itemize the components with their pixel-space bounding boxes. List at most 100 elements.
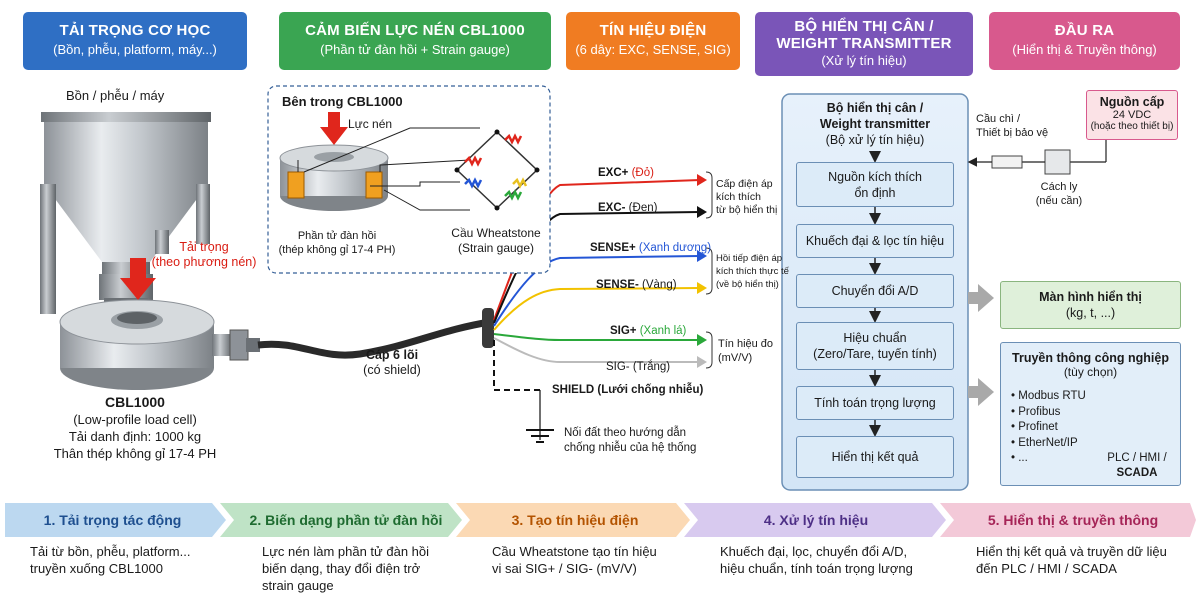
step-text: (Zero/Tare, tuyến tính) [813, 347, 937, 361]
output-arrows [968, 284, 994, 406]
ground-symbol [526, 429, 554, 443]
elastic-element-line1: Phần tử đàn hồi [297, 230, 377, 242]
wire-label-sense-minus: SENSE- (Vàng) [596, 278, 677, 293]
wire-label-sig-minus: SIG- (Trắng) [606, 360, 670, 375]
header-title: CẢM BIẾN LỰC NÉN CBL1000 [305, 22, 525, 39]
protocol-name: ... [1018, 452, 1028, 464]
process-step-2: 2. Biến dạng phần tử đàn hồi [249, 512, 443, 528]
cable-label-line1: Cáp 6 lõi [365, 348, 419, 362]
step-ad-conversion: Chuyển đổi A/D [796, 274, 954, 308]
comm-target-line2: SCADA [1116, 467, 1158, 479]
bridge-label: Cầu Wheatstone (Strain gauge) [436, 226, 556, 256]
ground-note-line1: Nối đất theo hướng dẫn [564, 427, 687, 439]
sense-note-line: (về bộ hiển thị) [716, 279, 779, 290]
transmitter-title-line2: Weight transmitter [819, 117, 931, 131]
comm-target: PLC / HMI / SCADA [1097, 451, 1177, 481]
wire-label-sig-plus: SIG+ (Xanh lá) [610, 324, 686, 339]
transmitter-title-line1: Bộ hiển thị cân / [826, 101, 924, 115]
wire-color-name: (Xanh dương) [635, 242, 712, 254]
wire-label-sense-plus: SENSE+ (Xanh dương) [590, 241, 711, 256]
inside-force-arrow [320, 112, 348, 145]
process-step-5: 5. Hiển thị & truyền thông [987, 512, 1159, 528]
sense-note: Hồi tiếp điện áp kích thích thực tế (về … [716, 252, 789, 291]
protocol-item: • ... [1011, 452, 1028, 464]
power-supply-box: Nguồn cấp 24 VDC (hoặc theo thiết bị) [1086, 90, 1178, 140]
fuse-label: Cầu chì / Thiết bị bảo vệ [976, 112, 1048, 140]
header-load-cell: CẢM BIẾN LỰC NÉN CBL1000 (Phần tử đàn hồ… [279, 12, 551, 70]
header-mechanical-load: TẢI TRỌNG CƠ HỌC (Bồn, phễu, platform, m… [23, 12, 247, 70]
cable-gland [482, 308, 494, 348]
step-text: Hiển thị kết quả [831, 450, 919, 464]
wire-color-name: (Đen) [625, 202, 658, 214]
display-output-title: Màn hình hiển thị [1039, 290, 1142, 304]
shield-label: SHIELD (Lưới chống nhiễu) [552, 384, 704, 396]
desc-line: Cầu Wheatstone tạo tín hiệu [492, 544, 657, 559]
force-label-line2: (theo phương nén) [151, 255, 257, 269]
bridge-label-line2: (Strain gauge) [457, 241, 535, 255]
wheatstone-bridge-icon [454, 129, 540, 211]
process-chevrons [5, 503, 1196, 537]
wire-label-exc-minus: EXC- (Đen) [598, 201, 657, 216]
step-amplify-filter: Khuếch đại & lọc tín hiệu [796, 224, 954, 258]
load-cell-type: (Low-profile load cell) [73, 412, 197, 427]
fuse-label-line2: Thiết bị bảo vệ [976, 127, 1049, 139]
wire-color-name: (Xanh lá) [636, 325, 687, 337]
power-chain [967, 140, 1107, 175]
desc-line: vi sai SIG+ / SIG- (mV/V) [492, 561, 637, 576]
load-cell-material: Thân thép không gỉ 17-4 PH [53, 446, 217, 461]
inside-force-label: Lực nén [348, 117, 393, 131]
header-subtitle: (Xử lý tín hiệu) [821, 53, 907, 68]
protocol-item: • EtherNet/IP [1011, 436, 1078, 449]
wire-color-name: (Vàng) [638, 279, 677, 291]
shield-wire [493, 340, 540, 391]
exc-note-line: Cấp điện áp [716, 178, 773, 190]
power-voltage: 24 VDC [1112, 109, 1152, 121]
desc-line: Hiển thị kết quả và truyền dữ liệu [976, 544, 1167, 559]
display-output-units: (kg, t, ...) [1065, 306, 1116, 320]
header-transmitter: BỘ HIỂN THỊ CÂN / WEIGHT TRANSMITTER (Xử… [755, 12, 973, 76]
load-cell-spec: CBL1000 (Low-profile load cell) Tải danh… [30, 394, 240, 462]
header-electric-signal: TÍN HIỆU ĐIỆN (6 dây: EXC, SENSE, SIG) [566, 12, 740, 70]
power-note: (hoặc theo thiết bị) [1090, 121, 1174, 132]
hopper-label: Bồn / phễu / máy [66, 88, 165, 103]
inside-panel-title: Bên trong CBL1000 [282, 94, 403, 109]
isolation-label: Cách ly (nếu cần) [1030, 180, 1088, 208]
step-text: Khuếch đại & lọc tín hiệu [805, 234, 945, 248]
wire-name: SIG- [606, 361, 630, 373]
header-output: ĐẦU RA (Hiển thị & Truyền thông) [989, 12, 1180, 70]
load-force-arrow [120, 258, 156, 300]
step-text: ổn định [854, 185, 896, 200]
desc-line: Khuếch đại, lọc, chuyển đổi A/D, [720, 544, 908, 559]
six-core-cable [257, 318, 491, 359]
transmitter-title: Bộ hiển thị cân / Weight transmitter (Bộ… [782, 100, 968, 148]
comm-target-line1: PLC / HMI / [1107, 452, 1167, 464]
wire-name: SENSE+ [590, 242, 636, 254]
process-step-3-desc: Cầu Wheatstone tạo tín hiệu vi sai SIG+ … [492, 543, 657, 577]
wire-name: SENSE- [596, 279, 639, 291]
step-text: Nguồn kích thích [828, 169, 922, 184]
wire-arrowheads [697, 174, 707, 368]
process-step-1: 1. Tải trọng tác động [43, 512, 182, 528]
protocol-name: EtherNet/IP [1018, 436, 1078, 449]
process-step-4-desc: Khuếch đại, lọc, chuyển đổi A/D, hiệu ch… [720, 543, 913, 577]
wire-name: SIG+ [610, 325, 637, 337]
load-cell-rating: Tải danh định: 1000 kg [68, 429, 202, 444]
desc-line: hiệu chuẩn, tính toán trọng lượng [720, 561, 913, 576]
wire-name: EXC+ [598, 167, 629, 179]
header-subtitle: (Hiển thị & Truyền thông) [1012, 42, 1157, 57]
step-weight-calc: Tính toán trọng lượng [796, 386, 954, 420]
header-title-line2: WEIGHT TRANSMITTER [776, 35, 952, 52]
transmitter-title-line3: (Bộ xử lý tín hiệu) [825, 133, 925, 147]
step-text: Tính toán trọng lượng [814, 396, 936, 410]
protocol-name: Modbus RTU [1018, 390, 1086, 402]
header-subtitle: (Phần tử đàn hồi + Strain gauge) [320, 42, 510, 57]
exc-note-line: kích thích [716, 191, 761, 203]
wire-color-name: (Đỏ) [628, 167, 654, 179]
desc-line: biến dạng, thay đổi điện trở [262, 561, 421, 576]
header-title: TẢI TRỌNG CƠ HỌC [59, 22, 211, 39]
process-step-2-desc: Lực nén làm phần tử đàn hồi biến dạng, t… [262, 543, 429, 594]
desc-line: đến PLC / HMI / SCADA [976, 561, 1117, 576]
header-subtitle: (6 dây: EXC, SENSE, SIG) [575, 42, 731, 57]
cable-label: Cáp 6 lõi (có shield) [352, 348, 432, 378]
wire-sense-plus [493, 255, 701, 327]
